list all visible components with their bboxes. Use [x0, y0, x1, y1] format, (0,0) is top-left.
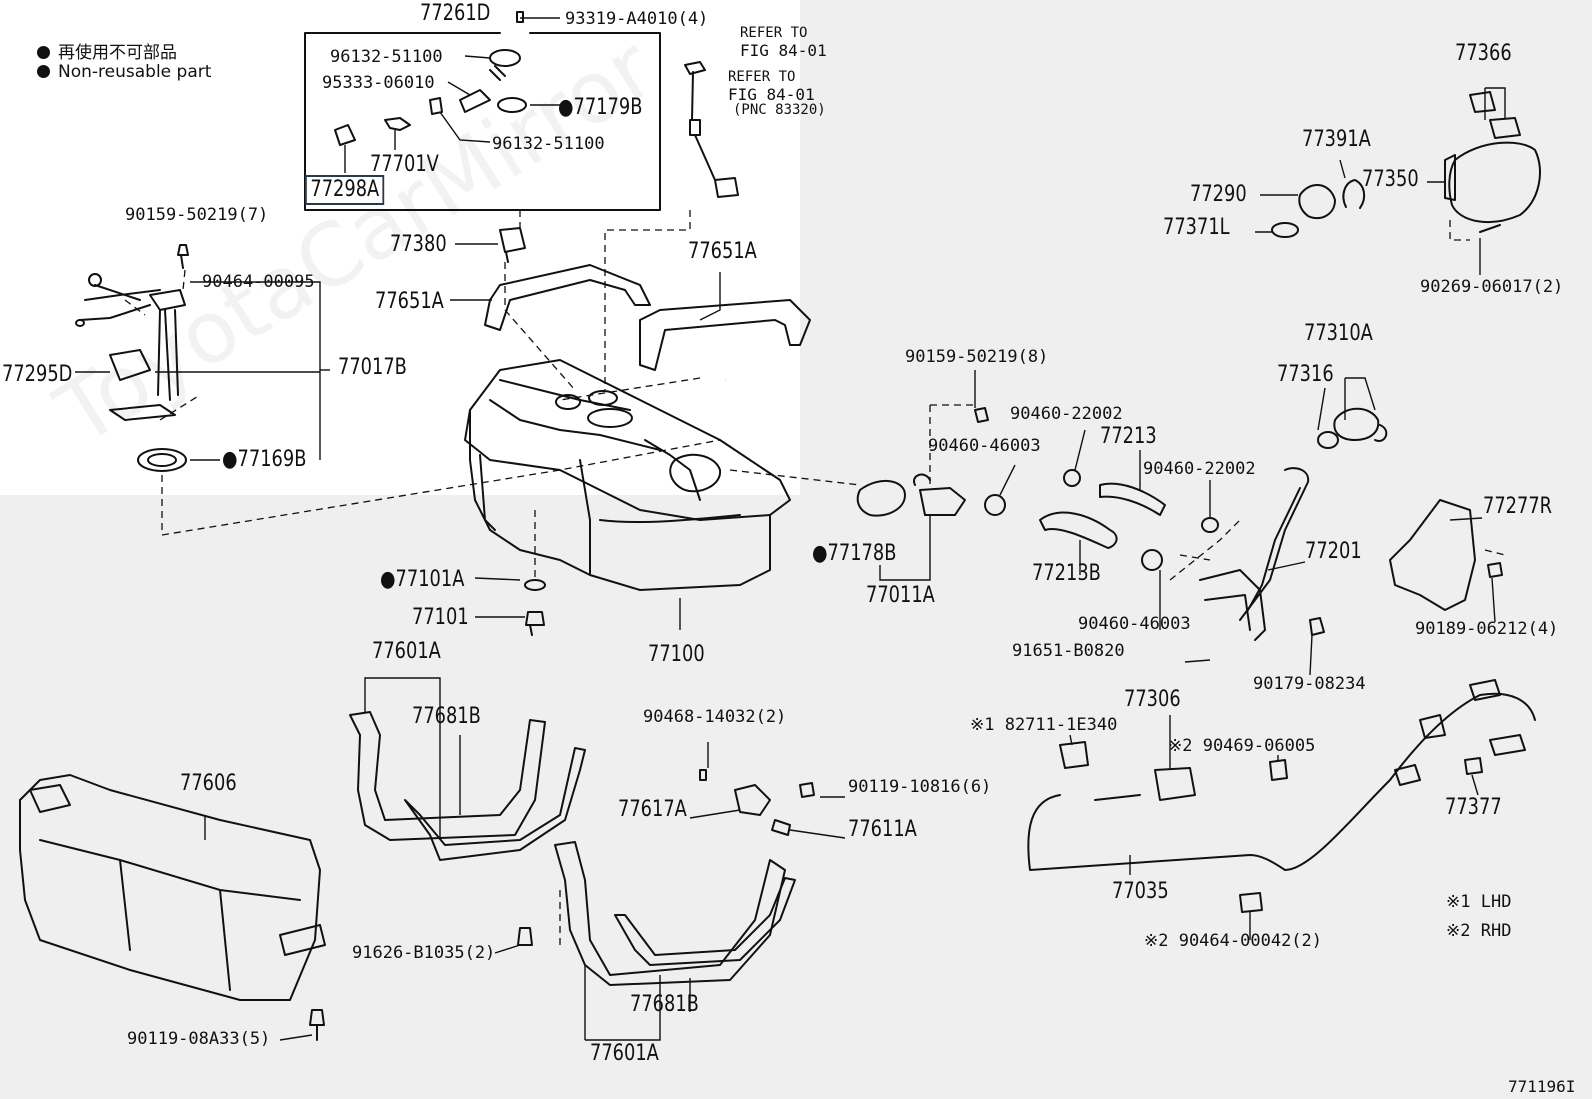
legend-en-text: Non-reusable part [58, 62, 212, 82]
legend-line-en: Non-reusable part [37, 62, 211, 82]
part-label[interactable]: 77651A [688, 239, 757, 264]
part-label-highlighted[interactable]: 77298A [305, 175, 385, 205]
part-label[interactable]: 77601A [372, 639, 441, 664]
part-label[interactable]: 96132-51100 [330, 47, 443, 67]
part-label[interactable]: 77371L [1163, 215, 1230, 240]
part-label[interactable]: 90159-50219(8) [905, 347, 1049, 367]
part-label[interactable]: 95333-06010 [322, 73, 435, 93]
note-rhd: ※2 RHD [1446, 922, 1511, 940]
legend-line-jp: 再使用不可部品 [37, 38, 177, 63]
part-label[interactable]: 77366 [1455, 41, 1512, 66]
part-label[interactable]: 91651-B0820 [1012, 641, 1125, 661]
reference-link[interactable]: FIG 84-01 [740, 41, 827, 60]
part-label[interactable]: 77213 [1100, 424, 1157, 449]
part-label[interactable]: 77651A [375, 289, 444, 314]
hose-77213B [1039, 511, 1118, 549]
filler-pipe [1239, 467, 1310, 621]
pump-filter [109, 349, 151, 381]
part-label[interactable]: 90460-46003 [928, 436, 1041, 456]
part-label[interactable]: 77201 [1305, 539, 1362, 564]
reference-note: REFER TO [728, 69, 796, 85]
fuel-tank [464, 359, 791, 591]
reference-note: REFER TO [740, 25, 808, 41]
part-label[interactable]: 77601A [590, 1041, 659, 1066]
part-label[interactable]: 77306 [1124, 687, 1181, 712]
part-label[interactable]: 90179-08234 [1253, 674, 1366, 694]
part-label[interactable]: 77681B [630, 992, 699, 1017]
part-label[interactable]: 77617A [618, 797, 687, 822]
part-label[interactable]: ※2 90464-00042(2) [1144, 931, 1323, 951]
part-label[interactable]: 93319-A4010(4) [565, 9, 709, 29]
part-label[interactable]: 90460-22002 [1143, 459, 1256, 479]
part-label[interactable]: 90269-06017(2) [1420, 277, 1564, 297]
part-label[interactable]: 77380 [390, 232, 447, 257]
fuel-lid [1444, 91, 1541, 233]
part-label[interactable]: 90460-46003 [1078, 614, 1191, 634]
part-label[interactable]: 90464-00095 [202, 272, 315, 292]
tank-band-left [349, 711, 546, 841]
part-label[interactable]: 77035 [1112, 879, 1169, 904]
tank-protector [484, 264, 811, 371]
part-label[interactable]: 77350 [1362, 167, 1419, 192]
fuel-cap [1333, 407, 1388, 442]
part-label[interactable]: 77701V [370, 152, 439, 177]
part-label[interactable]: 91626-B1035(2) [352, 943, 496, 963]
part-label[interactable]: ●77169B [222, 447, 307, 472]
opener-lever [1059, 741, 1089, 769]
reference-link[interactable]: FIG 84-01 [728, 85, 815, 104]
part-label[interactable]: 77606 [180, 771, 237, 796]
part-label[interactable]: 77290 [1190, 182, 1247, 207]
note-lhd: ※1 LHD [1446, 893, 1511, 911]
part-label[interactable]: 90119-10816(6) [848, 777, 992, 797]
fuel-inlet-gasket [856, 479, 906, 517]
part-label[interactable]: ●77101A [380, 567, 465, 592]
note-mark: ※2 [1446, 921, 1471, 941]
part-label[interactable]: 77611A [848, 817, 917, 842]
part-label[interactable]: 77261D [420, 1, 491, 26]
part-label[interactable]: 77017B [338, 355, 407, 380]
tank-protector-77606 [19, 774, 321, 1001]
part-label[interactable]: ●77179B [558, 95, 643, 120]
part-label[interactable]: 77377 [1445, 795, 1502, 820]
part-label[interactable]: 77213B [1032, 561, 1101, 586]
non-reusable-dot-icon [37, 65, 50, 78]
reference-note: (PNC 83320) [733, 102, 826, 118]
part-label[interactable]: ※2 90469-06005 [1168, 736, 1316, 756]
part-label[interactable]: 77101 [412, 605, 469, 630]
legend-jp-text: 再使用不可部品 [58, 43, 177, 63]
note-text: RHD [1480, 921, 1512, 941]
opener-cable [1027, 692, 1536, 871]
figure-id: 771196I [1508, 1077, 1576, 1096]
opener-77306 [1154, 767, 1196, 801]
part-label[interactable]: 90189-06212(4) [1415, 619, 1559, 639]
filler-protector [1389, 499, 1476, 611]
part-label[interactable]: 77011A [866, 583, 935, 608]
hose-77213 [1099, 482, 1166, 516]
non-reusable-dot-icon [37, 46, 50, 59]
part-label[interactable]: 77295D [2, 362, 73, 387]
part-label[interactable]: 77310A [1304, 321, 1373, 346]
part-label[interactable]: 90159-50219(7) [125, 205, 269, 225]
tank-band-right [554, 841, 786, 986]
part-label[interactable]: 77277R [1483, 494, 1553, 519]
inset-box-frame [304, 32, 661, 211]
part-label[interactable]: 77100 [648, 642, 705, 667]
part-label[interactable]: 90468-14032(2) [643, 707, 787, 727]
part-label[interactable]: ●77178B [812, 541, 897, 566]
fuel-pump-assembly [75, 273, 186, 421]
part-label[interactable]: 90460-22002 [1010, 404, 1123, 424]
note-mark: ※1 [1446, 892, 1471, 912]
bracket-77617A [734, 784, 771, 816]
part-label[interactable]: 90119-08A33(5) [127, 1029, 271, 1049]
part-label[interactable]: ※1 82711-1E340 [970, 715, 1118, 735]
part-label[interactable]: 96132-51100 [492, 134, 605, 154]
pump-gasket [137, 448, 187, 472]
part-label[interactable]: 77316 [1277, 362, 1334, 387]
filler-neck-grommet [1298, 184, 1336, 220]
note-text: LHD [1480, 892, 1512, 912]
part-label[interactable]: 77391A [1302, 127, 1371, 152]
part-label[interactable]: 77681B [412, 704, 481, 729]
